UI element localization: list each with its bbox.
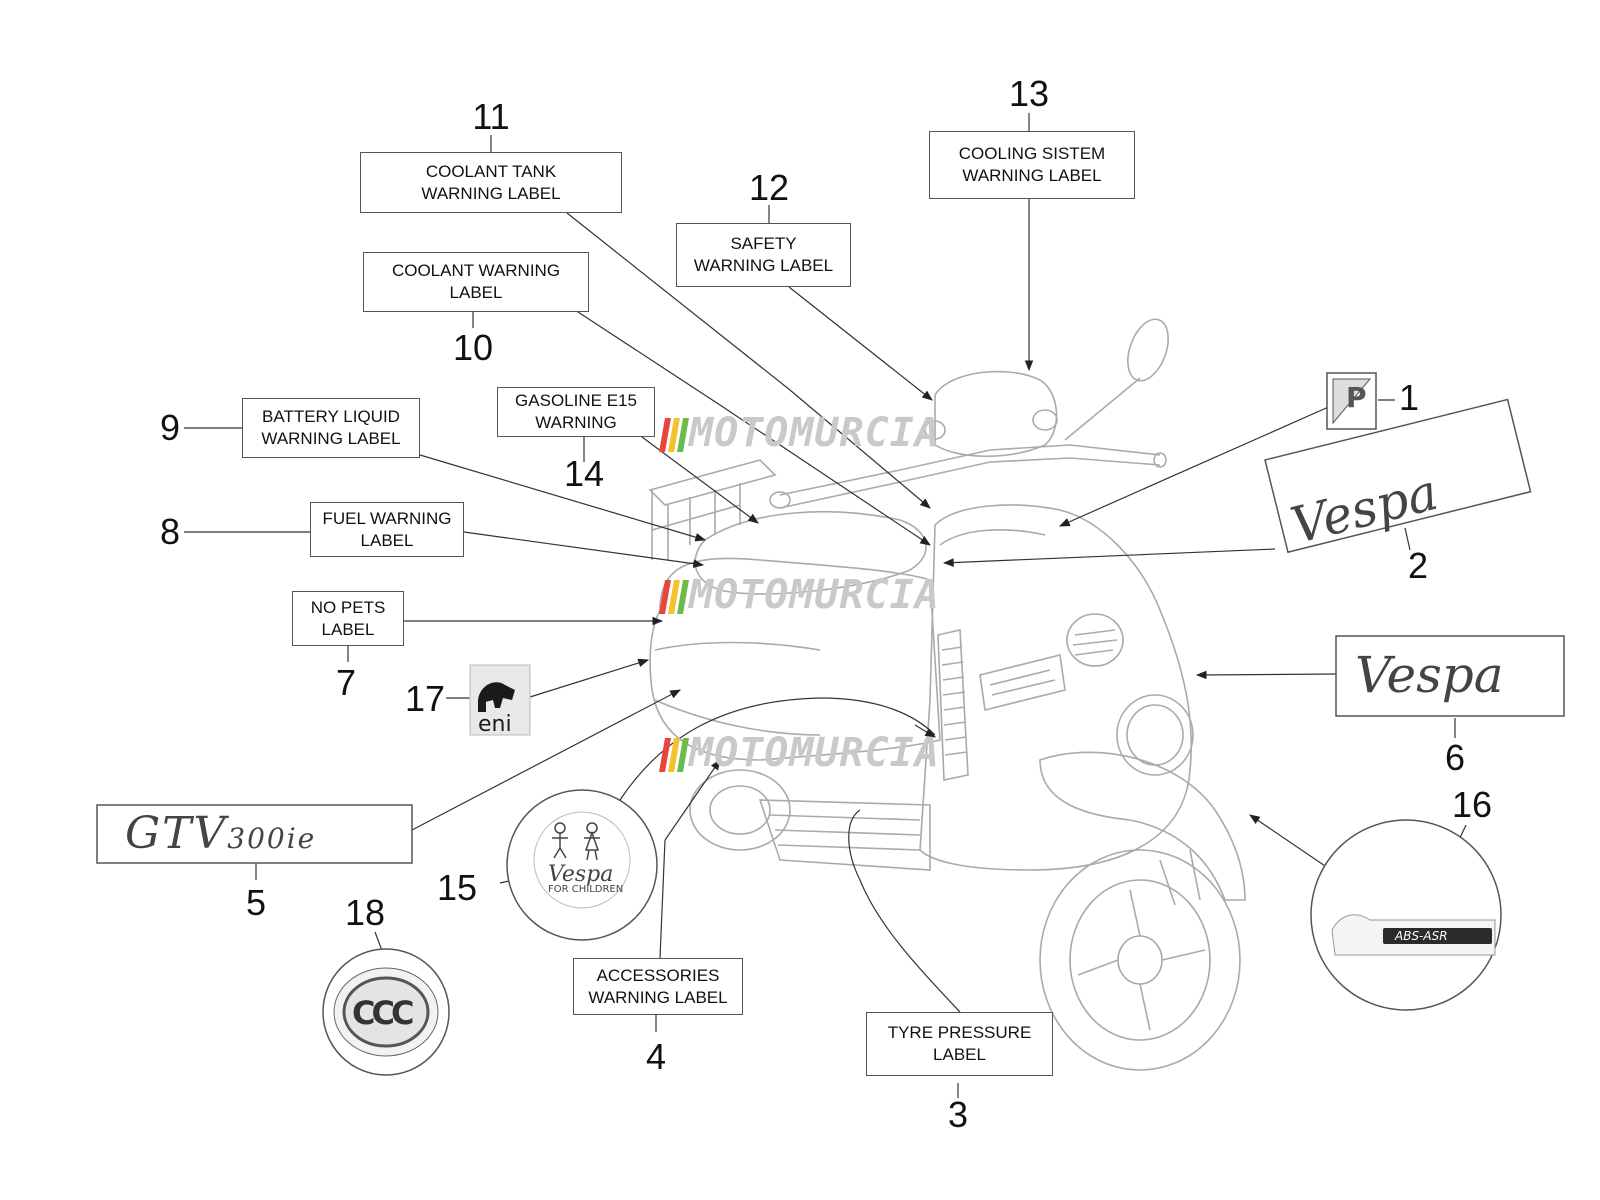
ref-number-15: 15: [436, 867, 478, 908]
vespa-emblem-6: [1335, 635, 1565, 717]
ref-number-16: 16: [1451, 784, 1493, 825]
ref-number-14: 14: [563, 453, 605, 494]
abs-asr-sticker: [1310, 819, 1502, 1011]
label-4-line1: ACCESSORIES: [596, 965, 720, 985]
vespa-emblem-2: [1264, 398, 1532, 554]
ref-number-12: 12: [748, 167, 790, 208]
label-9-line2: WARNING LABEL: [261, 429, 401, 448]
ref-number-6: 6: [1444, 737, 1466, 778]
label-7-line1: NO PETS: [310, 597, 386, 617]
eni-logo-text: eni: [478, 712, 512, 737]
label-box-12: SAFETY WARNING LABEL: [676, 223, 851, 287]
scooter-outline: [648, 318, 1246, 1071]
watermark-1: MOTOMURCIA: [659, 410, 940, 456]
watermark-text: MOTOMURCIA: [689, 572, 940, 618]
label-box-3: TYRE PRESSURE LABEL: [866, 1012, 1053, 1076]
label-14-line1: GASOLINE E15: [515, 391, 637, 410]
label-4-line2: WARNING LABEL: [588, 987, 728, 1007]
label-3-line1: TYRE PRESSURE: [887, 1023, 1032, 1042]
label-13-line1: COOLING SISTEM: [958, 144, 1106, 163]
label-8-line1: FUEL WARNING: [322, 508, 452, 528]
vespa-for-children-caption: FOR CHILDREN: [548, 884, 624, 895]
label-box-10: COOLANT WARNING LABEL: [363, 252, 589, 312]
label-7-line2: LABEL: [321, 619, 375, 639]
eni-logo: [469, 664, 531, 736]
label-box-13: COOLING SISTEM WARNING LABEL: [929, 131, 1135, 199]
label-box-9: BATTERY LIQUID WARNING LABEL: [242, 398, 420, 458]
ref-number-11: 11: [472, 96, 510, 137]
label-11-line2: WARNING LABEL: [421, 183, 561, 203]
piaggio-logo-emblem: P: [1326, 372, 1377, 430]
ref-number-4: 4: [645, 1036, 667, 1077]
ref-number-5: 5: [245, 882, 267, 923]
label-13-line2: WARNING LABEL: [962, 166, 1102, 185]
ref-number-17: 17: [404, 678, 446, 719]
label-box-8: FUEL WARNING LABEL: [310, 502, 464, 557]
ref-number-3: 3: [947, 1094, 969, 1135]
watermark-text: MOTOMURCIA: [689, 730, 940, 776]
ref-number-10: 10: [452, 327, 494, 368]
label-8-line2: LABEL: [360, 530, 414, 550]
vespa-emblem-6-text: Vespa: [1355, 646, 1504, 704]
watermark-text: MOTOMURCIA: [689, 410, 940, 456]
label-3-line2: LABEL: [933, 1045, 986, 1064]
ref-number-8: 8: [159, 511, 181, 552]
ref-number-9: 9: [159, 407, 181, 448]
ref-number-18: 18: [344, 892, 386, 933]
gtv-emblem-sub: 300ie: [227, 822, 317, 855]
watermark-2: MOTOMURCIA: [659, 572, 940, 618]
ccc-mark-text: CCC: [352, 994, 414, 1032]
gtv-emblem: [96, 804, 413, 864]
label-9-line1: BATTERY LIQUID: [262, 407, 400, 426]
ref-number-7: 7: [335, 662, 357, 703]
svg-text:P: P: [1346, 381, 1367, 414]
ref-number-2: 2: [1407, 545, 1429, 586]
label-10-line1: COOLANT WARNING: [391, 261, 561, 280]
label-box-11: COOLANT TANK WARNING LABEL: [360, 152, 622, 213]
label-box-7: NO PETS LABEL: [292, 591, 404, 646]
abs-asr-badge-text: ABS-ASR: [1395, 929, 1448, 943]
ref-number-1: 1: [1398, 377, 1420, 418]
label-12-line1: SAFETY: [730, 234, 797, 253]
gtv-emblem-main: GTV: [125, 808, 228, 859]
ref-number-13: 13: [1008, 73, 1050, 114]
children-icon: [552, 822, 600, 861]
label-box-14: GASOLINE E15 WARNING: [497, 387, 655, 437]
label-11-line1: COOLANT TANK: [425, 161, 557, 181]
label-12-line2: WARNING LABEL: [693, 256, 834, 275]
watermark-3: MOTOMURCIA: [659, 730, 940, 776]
label-10-line2: LABEL: [449, 283, 503, 302]
gtv-emblem-text: GTV300ie: [125, 808, 316, 859]
vespa-for-children-logo-text: Vespa: [548, 862, 614, 887]
label-box-4: ACCESSORIES WARNING LABEL: [573, 958, 743, 1015]
label-14-line2: WARNING: [535, 413, 617, 432]
